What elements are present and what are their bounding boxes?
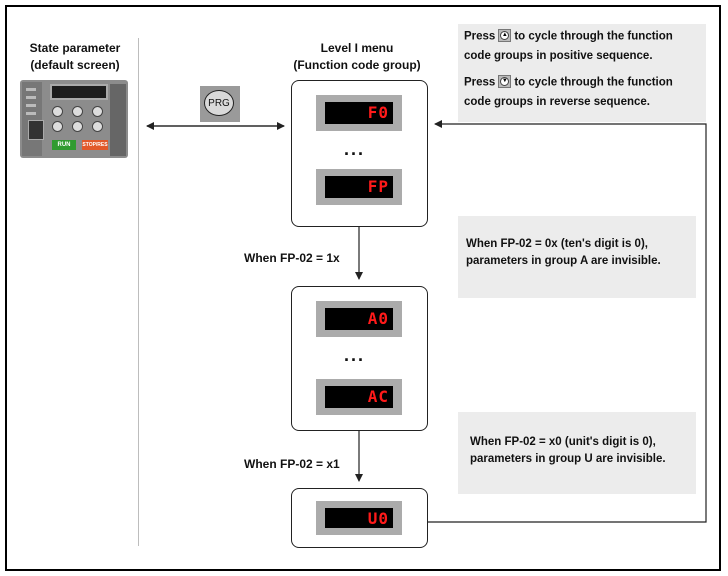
keypad-port	[28, 120, 44, 140]
top-note-press-2: Press	[464, 76, 496, 89]
arrow-loop-back	[428, 120, 707, 523]
prg-key-icon: PRG	[200, 86, 240, 122]
keypad-button-prg	[52, 106, 63, 117]
state-parameter-title-line2: (default screen)	[30, 58, 120, 72]
note-group-u: When FP-02 = x0 (unit's digit is 0), par…	[458, 412, 696, 494]
level1-title-line2: (Function code group)	[293, 58, 421, 72]
state-parameter-title: State parameter (default screen)	[14, 40, 136, 74]
note-group-u-line2: parameters in group U are invisible.	[470, 453, 666, 465]
ellipsis-a: ...	[344, 345, 366, 365]
keypad-right-panel	[110, 84, 126, 156]
top-note-line1-rest: to cycle through the function	[514, 30, 673, 43]
keypad-run-key: RUN	[52, 140, 76, 150]
keypad-button-up	[72, 106, 83, 117]
prg-key-label: PRG	[204, 90, 234, 116]
note-group-a-line1: When FP-02 = 0x (ten's digit is 0),	[466, 238, 648, 250]
display-ac-text: AC	[325, 386, 393, 408]
note-group-a-line2: parameters in group A are invisible.	[466, 255, 661, 267]
ellipsis-f: ...	[344, 139, 366, 159]
top-note-line4: code groups in reverse sequence.	[464, 96, 650, 108]
condition-fp02-x1: When FP-02 = x1	[244, 457, 340, 471]
top-note-line1: Press▲to cycle through the function	[464, 29, 673, 43]
level1-title-line1: Level I menu	[320, 41, 394, 55]
top-note-press-1: Press	[464, 30, 496, 43]
keypad-lcd	[50, 84, 108, 100]
display-u0: U0	[316, 501, 402, 535]
display-a0-text: A0	[325, 308, 393, 330]
top-note: Press▲to cycle through the function code…	[458, 24, 706, 122]
display-f0: F0	[316, 95, 402, 131]
condition-fp02-1x: When FP-02 = 1x	[244, 251, 340, 265]
keypad-stop-key: STOP/RES	[82, 140, 108, 150]
note-group-a: When FP-02 = 0x (ten's digit is 0), para…	[458, 216, 696, 298]
keypad-led-1	[26, 88, 36, 91]
display-fp: FP	[316, 169, 402, 205]
keypad-button-right	[92, 121, 103, 132]
column-divider	[138, 38, 139, 546]
keypad-led-4	[26, 112, 36, 115]
function-group-box-u: U0	[291, 488, 428, 548]
display-u0-text: U0	[325, 508, 393, 528]
function-group-box-f: F0 ... FP	[291, 80, 428, 227]
state-parameter-title-line1: State parameter	[29, 41, 121, 55]
keypad-led-2	[26, 96, 36, 99]
function-group-box-a: A0 ... AC	[291, 286, 428, 431]
keypad-button-enter	[92, 106, 103, 117]
top-note-line3: Press▼to cycle through the function	[464, 75, 673, 89]
keypad-image: RUN STOP/RES	[20, 80, 128, 158]
display-fp-text: FP	[325, 176, 393, 198]
level1-title: Level I menu (Function code group)	[282, 40, 432, 74]
note-group-u-line1: When FP-02 = x0 (unit's digit is 0),	[470, 436, 656, 448]
keypad-buttons	[50, 104, 108, 134]
top-note-line3-rest: to cycle through the function	[514, 76, 673, 89]
down-key-icon: ▼	[498, 75, 512, 88]
up-key-icon: ▲	[498, 29, 512, 42]
keypad-button-mfk	[52, 121, 63, 132]
top-note-line2: code groups in positive sequence.	[464, 50, 653, 62]
keypad-button-down	[72, 121, 83, 132]
display-ac: AC	[316, 379, 402, 415]
keypad-led-3	[26, 104, 36, 107]
display-a0: A0	[316, 301, 402, 337]
display-f0-text: F0	[325, 102, 393, 124]
